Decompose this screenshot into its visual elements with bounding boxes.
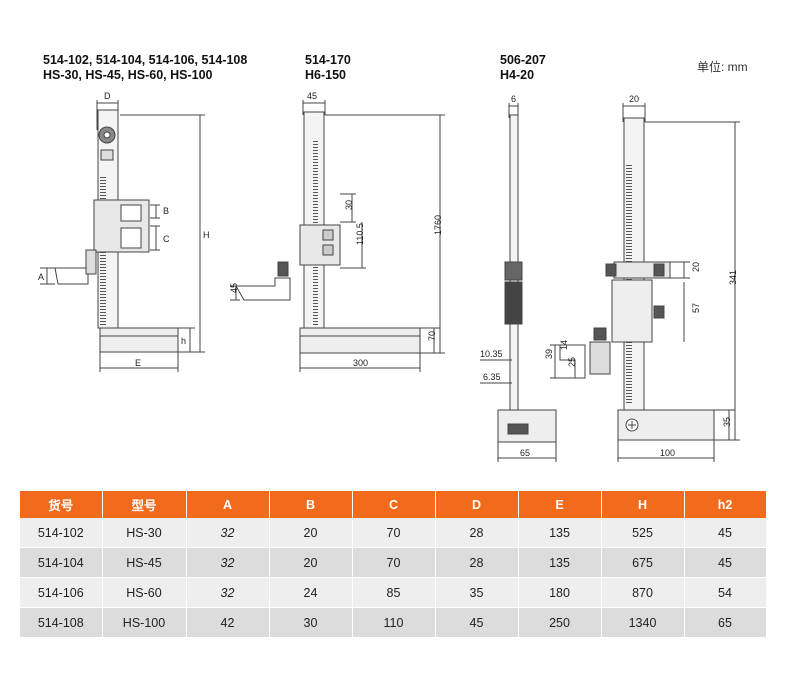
cell-h: 1340 <box>601 607 685 638</box>
cell-d: 45 <box>435 607 519 638</box>
header-c: C <box>352 491 436 518</box>
table-row: 514-106 HS-60 32 24 85 35 180 870 54 <box>20 577 767 608</box>
label-70: 70 <box>427 331 437 341</box>
cell-e: 250 <box>518 607 602 638</box>
label-1760: 1760 <box>433 215 443 235</box>
cell-h: 525 <box>601 518 685 548</box>
label-57: 57 <box>691 303 701 313</box>
table-row: 514-102 HS-30 32 20 70 28 135 525 45 <box>20 518 767 548</box>
label-c: C <box>163 234 170 244</box>
cell-d: 28 <box>435 518 519 548</box>
label-341: 341 <box>728 270 738 285</box>
cell-item-no: 514-102 <box>20 518 103 548</box>
heading-group-1: 514-102, 514-104, 514-106, 514-108 HS-30… <box>43 53 247 83</box>
cell-b: 24 <box>269 577 353 608</box>
table-header-row: 货号 型号 A B C D E H h2 <box>20 491 767 518</box>
header-h2: h2 <box>684 491 767 518</box>
cell-b: 20 <box>269 518 353 548</box>
header-model: 型号 <box>102 491 187 518</box>
cell-model: HS-45 <box>102 547 187 578</box>
label-30: 30 <box>344 200 354 210</box>
spec-table: 货号 型号 A B C D E H h2 514-102 HS-30 32 20… <box>20 491 767 638</box>
cell-h2: 45 <box>684 518 767 548</box>
drawing-height-gauge-h4-side <box>480 103 557 462</box>
cell-c: 70 <box>352 518 436 548</box>
cell-e: 135 <box>518 547 602 578</box>
label-a: A <box>38 272 44 282</box>
label-e: E <box>135 358 141 368</box>
header-item-no: 货号 <box>20 491 103 518</box>
label-20-side: 20 <box>691 262 701 272</box>
cell-a: 32 <box>186 547 270 578</box>
cell-e: 135 <box>518 518 602 548</box>
cell-model: HS-100 <box>102 607 187 638</box>
cell-h2: 65 <box>684 607 767 638</box>
heading-group-3: 506-207 H4-20 <box>500 53 546 83</box>
header-a: A <box>186 491 270 518</box>
label-6: 6 <box>511 94 516 104</box>
header-d: D <box>435 491 519 518</box>
drawing-height-gauge-h4-front <box>550 103 740 462</box>
heading-group-2: 514-170 H6-150 <box>305 53 351 83</box>
cell-item-no: 514-108 <box>20 607 103 638</box>
cell-a: 32 <box>186 577 270 608</box>
cell-h2: 54 <box>684 577 767 608</box>
label-d: D <box>104 91 111 101</box>
cell-a: 42 <box>186 607 270 638</box>
label-h-big: H <box>203 230 210 240</box>
label-39: 39 <box>544 349 554 359</box>
label-65: 65 <box>520 448 530 458</box>
cell-e: 180 <box>518 577 602 608</box>
cell-item-no: 514-104 <box>20 547 103 578</box>
cell-c: 70 <box>352 547 436 578</box>
heading-group-2-model: H6-150 <box>305 68 346 82</box>
label-110-5: 110.5 <box>355 223 365 245</box>
heading-group-1-models: HS-30, HS-45, HS-60, HS-100 <box>43 68 213 82</box>
cell-h: 870 <box>601 577 685 608</box>
heading-group-1-codes: 514-102, 514-104, 514-106, 514-108 <box>43 53 248 67</box>
cell-item-no: 514-106 <box>20 577 103 608</box>
drawing-height-gauge-h6 <box>230 100 445 372</box>
cell-b: 20 <box>269 547 353 578</box>
technical-drawings: D B C H A h E 45 30 110.5 1760 <box>38 91 740 462</box>
header-b: B <box>269 491 353 518</box>
label-25: 25 <box>567 357 577 367</box>
label-h-small: h <box>181 336 186 346</box>
heading-group-3-code: 506-207 <box>500 53 546 67</box>
label-300: 300 <box>353 358 368 368</box>
header-e: E <box>518 491 602 518</box>
cell-b: 30 <box>269 607 353 638</box>
cell-d: 28 <box>435 547 519 578</box>
heading-group-3-model: H4-20 <box>500 68 535 82</box>
label-45-top: 45 <box>307 91 317 101</box>
table-row: 514-108 HS-100 42 30 110 45 250 1340 65 <box>20 607 767 638</box>
cell-model: HS-30 <box>102 518 187 548</box>
label-100: 100 <box>660 448 675 458</box>
table-row: 514-104 HS-45 32 20 70 28 135 675 45 <box>20 547 767 578</box>
cell-model: HS-60 <box>102 577 187 608</box>
label-20-top: 20 <box>629 94 639 104</box>
cell-h2: 45 <box>684 547 767 578</box>
label-b: B <box>163 206 169 216</box>
header-h: H <box>601 491 685 518</box>
cell-a: 32 <box>186 518 270 548</box>
drawing-height-gauge-hs <box>40 100 205 372</box>
cell-d: 35 <box>435 577 519 608</box>
cell-c: 110 <box>352 607 436 638</box>
heading-group-2-code: 514-170 <box>305 53 351 67</box>
cell-c: 85 <box>352 577 436 608</box>
label-14: 14 <box>559 340 569 350</box>
unit-label: 单位: mm <box>697 60 748 74</box>
cell-h: 675 <box>601 547 685 578</box>
label-35: 35 <box>722 417 732 427</box>
label-45-side: 45 <box>229 283 239 293</box>
label-10-35: 10.35 <box>480 349 503 359</box>
label-6-35: 6.35 <box>483 372 501 382</box>
